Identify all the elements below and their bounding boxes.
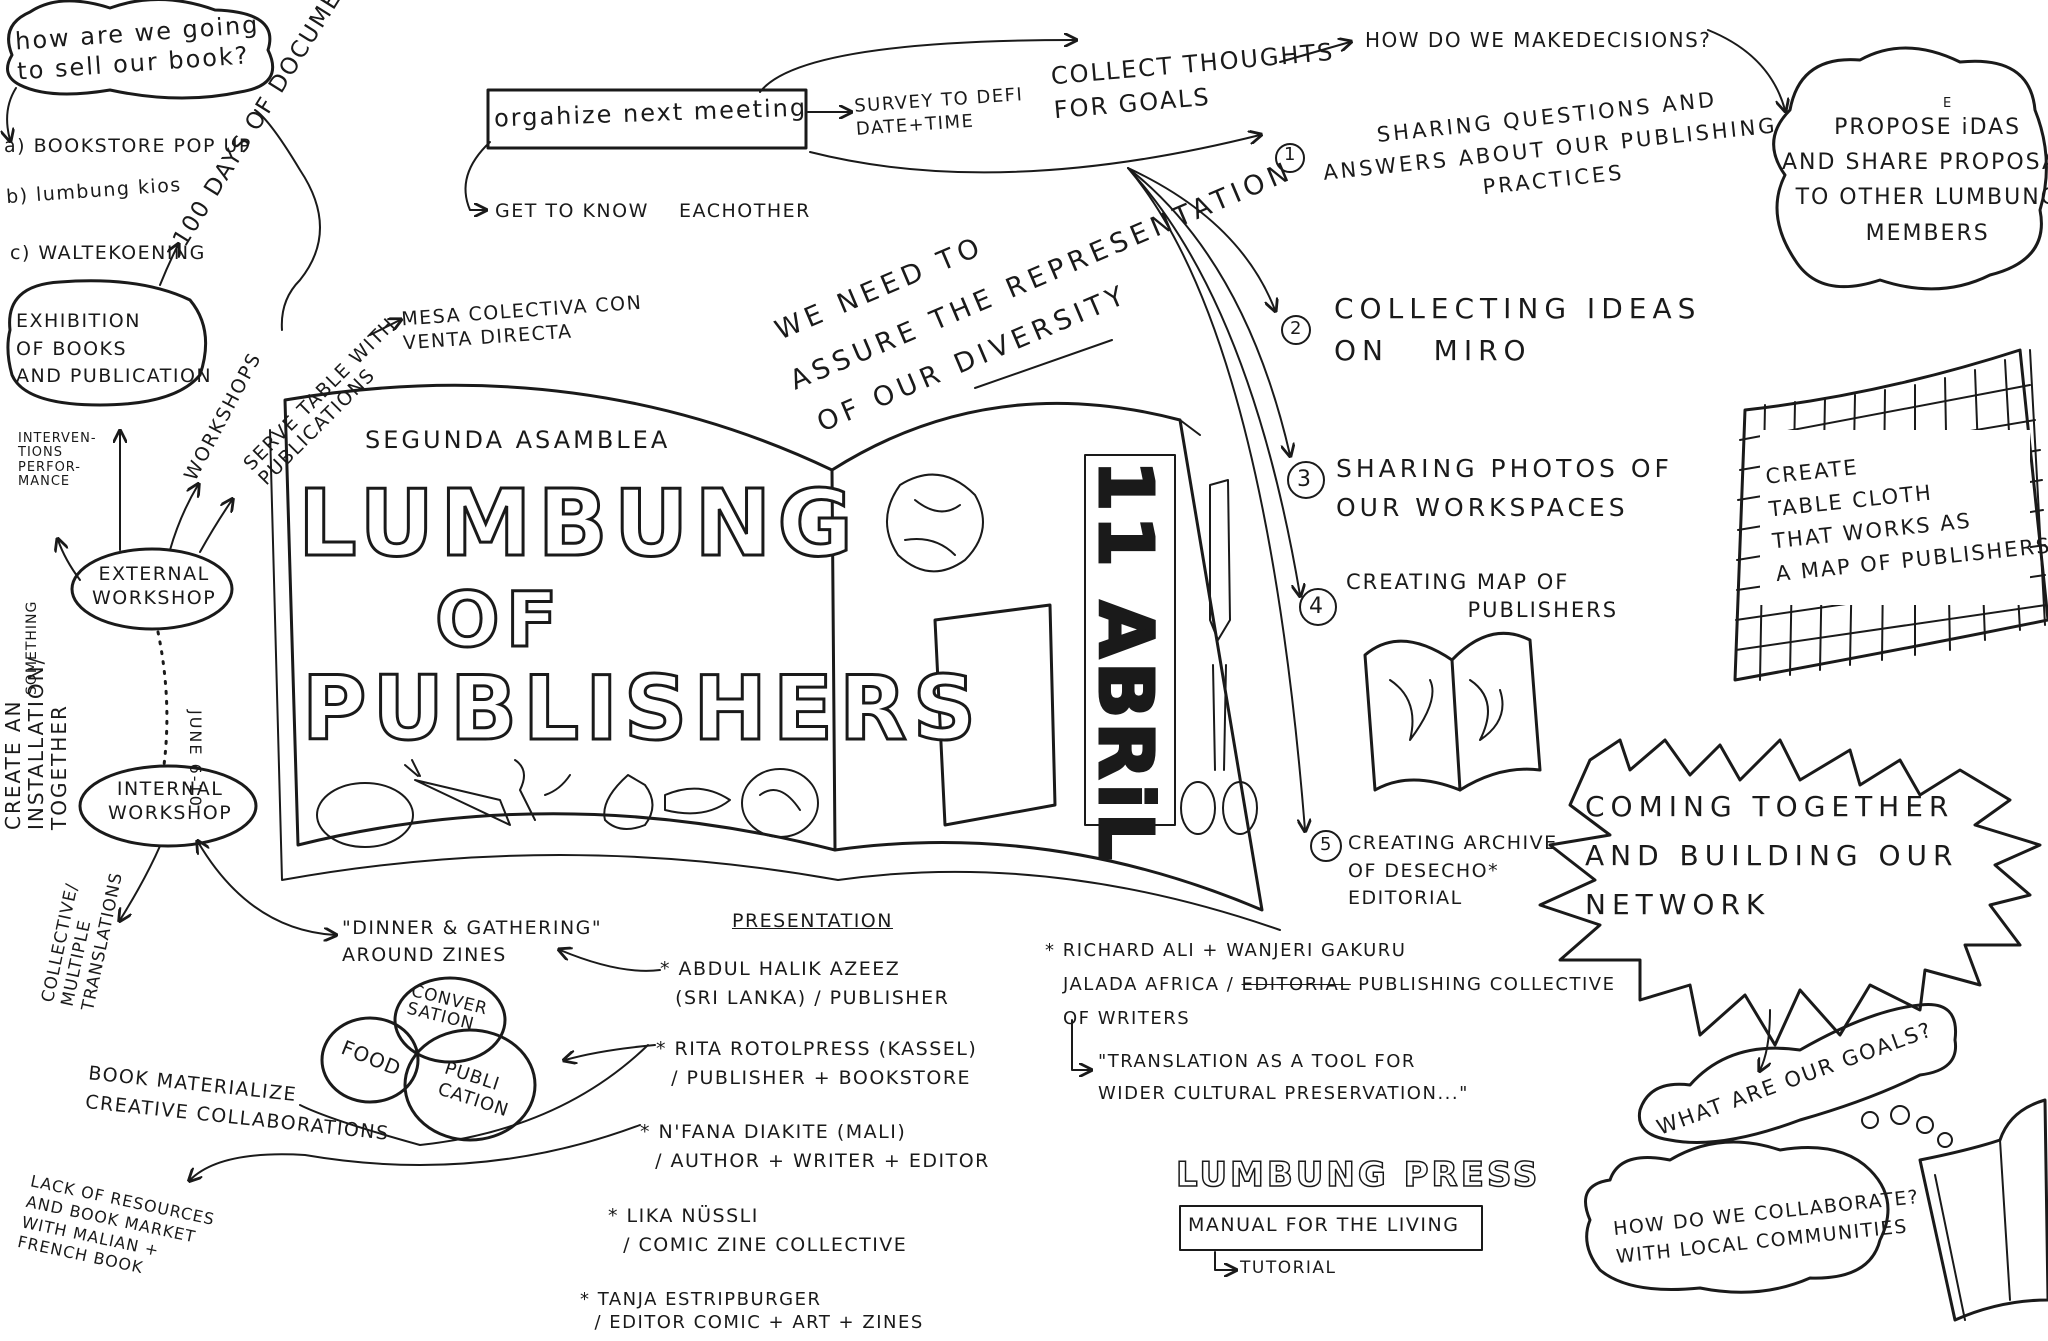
presenter-4: * LIKA NÜSSLI / COMIC ZINE COLLECTIVE bbox=[608, 1202, 907, 1261]
arrow-tutorial bbox=[1215, 1252, 1235, 1270]
dinner-text: "DINNER & GATHERING" AROUND ZINES bbox=[342, 915, 602, 968]
internal-workshop-text: INTERNAL WORKSHOP bbox=[108, 778, 232, 826]
food-illustrations bbox=[317, 760, 818, 847]
richard-collective: PUBLISHING COLLECTIVE bbox=[1351, 974, 1616, 995]
arrow-dinner bbox=[198, 842, 335, 935]
get-to-know-text: GET TO KNOW EACHOTHER bbox=[495, 200, 811, 224]
arrow-rita-venn bbox=[565, 1045, 655, 1060]
step-2-number: 2 bbox=[1290, 318, 1301, 341]
arrow-to-goals bbox=[1760, 1010, 1770, 1070]
coming-together-text: COMING TOGETHER AND BUILDING OUR NETWORK bbox=[1585, 782, 1958, 929]
press-manual: MANUAL FOR THE LIVING bbox=[1188, 1214, 1459, 1238]
arrow-workshops bbox=[170, 485, 198, 550]
presentation-heading: PRESENTATION bbox=[732, 910, 893, 934]
arrow-serve-table bbox=[200, 500, 232, 552]
installation-text: CREATE AN INSTALLATION/ TOGETHER bbox=[2, 656, 71, 830]
richard-line-1: * RICHARD ALI + WANJERI GAKURU bbox=[1045, 940, 1406, 963]
richard-struck-word: EDITORIAL bbox=[1242, 974, 1351, 995]
book-title-line-2: OF bbox=[435, 582, 564, 658]
arrow-interventions bbox=[58, 540, 80, 580]
interventions-text: INTERVEN- TIONS PERFOR- MANCE bbox=[18, 432, 97, 489]
press-tutorial: TUTORIAL bbox=[1240, 1258, 1337, 1279]
small-open-book bbox=[1920, 1100, 2048, 1320]
arrow-translations bbox=[120, 846, 160, 920]
book-date: 11 ABRiL bbox=[1082, 460, 1168, 864]
arrow-step1 bbox=[810, 135, 1260, 172]
decisions-text: HOW DO WE MAKEDECISIONS? bbox=[1365, 28, 1711, 53]
step-3-number: 3 bbox=[1297, 466, 1311, 494]
book-title-line-3: PUBLISHERS bbox=[302, 665, 982, 753]
press-title: LUMBUNG PRESS bbox=[1176, 1154, 1540, 1197]
presenter-2: * RITA ROTOLPRESS (KASSEL) / PUBLISHER +… bbox=[656, 1035, 977, 1094]
step-4-text: CREATING MAP OF PUBLISHERS bbox=[1346, 568, 1618, 625]
sell-list-arrow bbox=[7, 88, 16, 140]
dotted-link bbox=[158, 632, 167, 765]
external-workshop-text: EXTERNAL WORKSHOP bbox=[92, 563, 216, 611]
thought-bubble bbox=[1862, 1112, 1878, 1128]
thought-bubble bbox=[1891, 1106, 1909, 1124]
arrow-serve-table-cloud bbox=[255, 110, 320, 330]
sell-option-c: c) WALTEKOENING bbox=[10, 242, 206, 266]
richard-line-2: JALADA AFRICA / EDITORIAL PUBLISHING COL… bbox=[1063, 974, 1615, 997]
richard-line-3: OF WRITERS bbox=[1063, 1008, 1190, 1031]
step-2-text: COLLECTING IDEAS ON MIRO bbox=[1334, 288, 1701, 372]
arrow-get-to-know bbox=[466, 142, 491, 210]
step-1-number: 1 bbox=[1284, 144, 1295, 167]
arrow-collect bbox=[760, 40, 1075, 92]
sell-option-a: a) BOOKSTORE POP UP bbox=[4, 135, 252, 159]
richard-org: JALADA AFRICA / bbox=[1063, 974, 1242, 995]
presenter-5: * TANJA ESTRIPBURGER / EDITOR COMIC + AR… bbox=[580, 1288, 924, 1335]
book-right-page-drawings bbox=[887, 475, 1257, 834]
map-book-drawing bbox=[1365, 633, 1540, 790]
propose-insert: E bbox=[1943, 96, 1951, 112]
thought-bubble bbox=[1917, 1117, 1933, 1133]
exhibition-text: EXHIBITION OF BOOKS AND PUBLICATION bbox=[16, 308, 212, 391]
book-title-line-1: LUMBUNG bbox=[298, 478, 859, 570]
step-5-number: 5 bbox=[1320, 834, 1331, 857]
propose-text: PROPOSE iDAS AND SHARE PROPOSAL TO OTHER… bbox=[1782, 110, 2048, 251]
step-5-text: CREATING ARCHIVE OF DESECHO* EDITORIAL bbox=[1348, 830, 1558, 913]
presenter-1: * ABDUL HALIK AZEEZ (SRI LANKA) / PUBLIS… bbox=[660, 955, 949, 1014]
step-3-text: SHARING PHOTOS OF OUR WORKSPACES bbox=[1336, 450, 1673, 528]
book-subtitle: SEGUNDA ASAMBLEA bbox=[365, 425, 670, 455]
translation-quote: "TRANSLATION AS A TOOL FOR WIDER CULTURA… bbox=[1098, 1046, 1469, 1109]
thought-bubble bbox=[1938, 1133, 1952, 1147]
step-4-number: 4 bbox=[1309, 593, 1323, 621]
presenter-3: * N'FANA DIAKITE (MALI) / AUTHOR + WRITE… bbox=[640, 1118, 990, 1177]
